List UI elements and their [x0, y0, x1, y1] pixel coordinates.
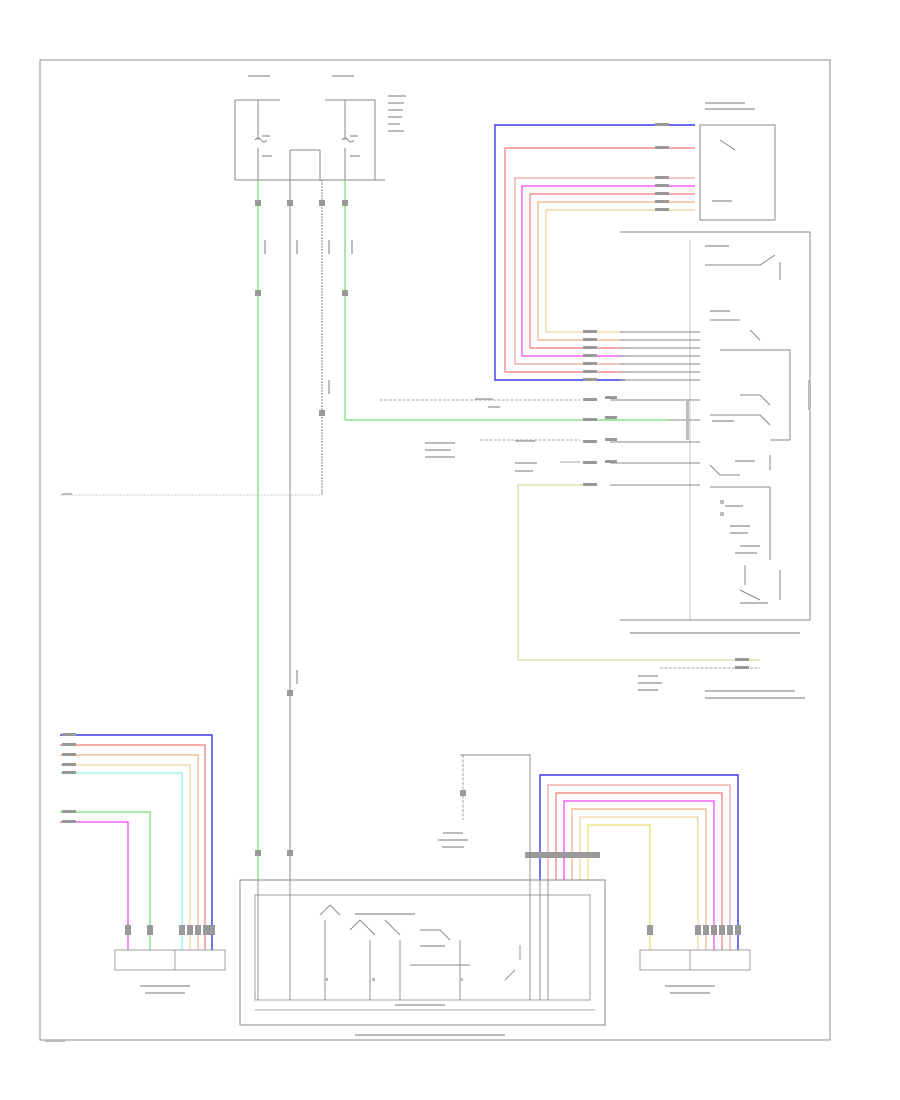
- lower-left-harness: [60, 733, 226, 994]
- top-fuse-block: [234, 75, 406, 181]
- page-code-block: [45, 1040, 65, 1042]
- left-motor-connector: [114, 949, 226, 971]
- lower-right-harness: [525, 774, 751, 994]
- khaki-loop-wire: [517, 484, 805, 699]
- bottom-control-module: [239, 754, 606, 1036]
- outer-frame: [39, 59, 831, 1041]
- main-vertical-wires: [60, 180, 670, 880]
- fuse-right-icon: [341, 137, 355, 143]
- main-switch-assembly: [380, 231, 811, 634]
- upper-right-box: [699, 124, 776, 221]
- fuse-left-icon: [254, 137, 268, 143]
- fuse-block-text-blocks: [248, 75, 406, 157]
- right-motor-connector: [639, 949, 751, 971]
- upper-right-harness: [494, 102, 776, 381]
